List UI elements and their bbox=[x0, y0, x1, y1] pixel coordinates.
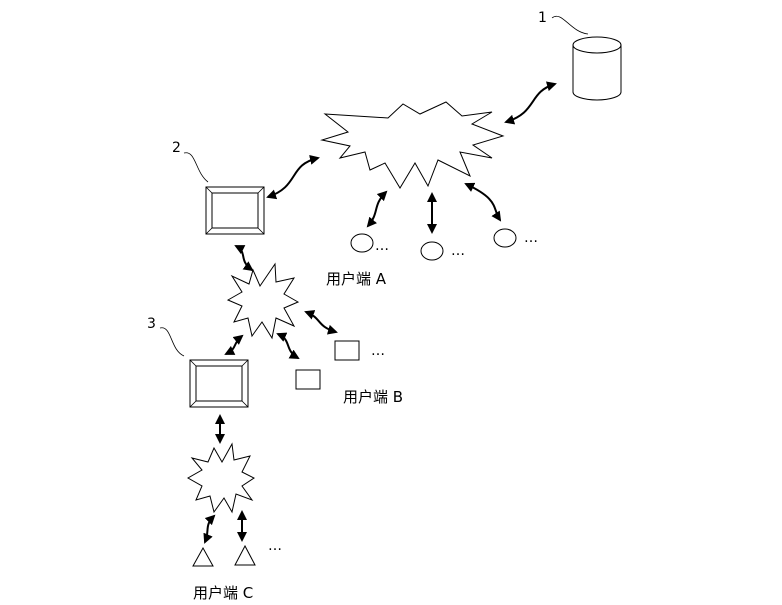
server-3-monitor bbox=[189, 359, 249, 408]
ellipsis-a3: … bbox=[524, 230, 538, 246]
link-server2-middle-cloud bbox=[234, 245, 254, 272]
client-b-label: 用户端 B bbox=[343, 388, 403, 406]
client-a-device-2 bbox=[420, 241, 444, 261]
client-c-device-1 bbox=[192, 546, 214, 567]
link-cloud-client-c1 bbox=[203, 514, 216, 544]
ref-label-1: 1 bbox=[538, 10, 547, 26]
leader-line-2 bbox=[183, 152, 209, 183]
ref-label-2: 2 bbox=[172, 140, 181, 156]
client-a-device-1 bbox=[350, 233, 374, 253]
ellipsis-c: … bbox=[268, 538, 282, 554]
ref-label-3: 3 bbox=[147, 316, 156, 332]
link-cloud-client-b2 bbox=[276, 332, 300, 359]
network-cloud-main bbox=[320, 101, 505, 189]
link-cloud-database bbox=[504, 81, 557, 125]
leader-line-3 bbox=[159, 327, 185, 357]
client-b-device-1 bbox=[334, 340, 360, 361]
ellipsis-a2: … bbox=[451, 243, 465, 259]
client-c-device-2 bbox=[234, 544, 256, 566]
link-server2-cloud bbox=[266, 154, 320, 200]
client-a-label: 用户端 A bbox=[326, 270, 387, 288]
link-cloud-client-a3 bbox=[464, 182, 502, 222]
client-b-device-2 bbox=[295, 369, 321, 390]
client-c-label: 用户端 C bbox=[193, 584, 253, 602]
server-2-monitor bbox=[205, 186, 265, 235]
leader-line-1 bbox=[551, 15, 589, 35]
link-cloud-client-b1 bbox=[304, 310, 338, 335]
link-middle-cloud-server3 bbox=[224, 334, 244, 355]
ellipsis-b: … bbox=[371, 343, 385, 359]
ellipsis-a1: … bbox=[375, 238, 389, 254]
client-a-device-3 bbox=[493, 228, 517, 248]
database-cylinder bbox=[572, 36, 622, 101]
network-cloud-bottom bbox=[186, 442, 255, 514]
link-cloud-client-a1 bbox=[366, 190, 388, 228]
network-cloud-middle bbox=[226, 262, 300, 340]
